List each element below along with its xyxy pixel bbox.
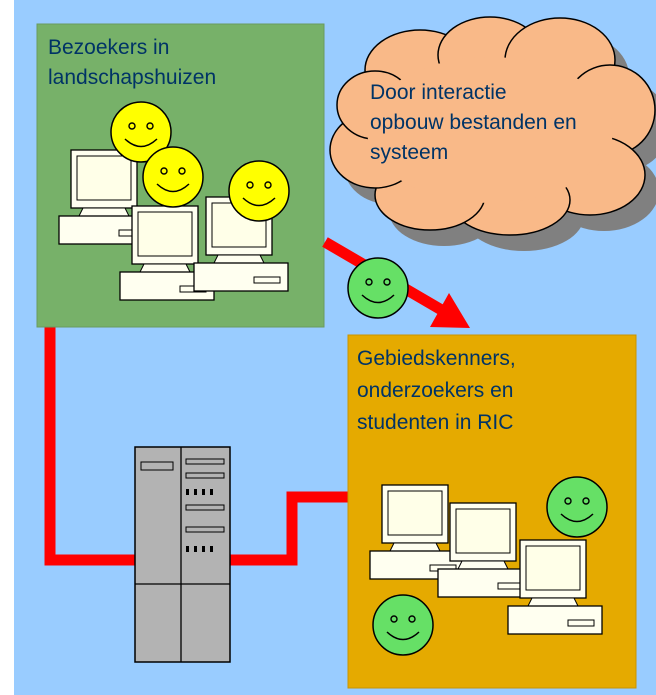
cloud-label: Door interactie opbouw bestanden en syst… (370, 78, 577, 168)
cloud-shape (329, 16, 656, 251)
server-icon (134, 446, 231, 663)
smiley-icon (347, 257, 409, 319)
visitors-label-line: Bezoekers in (48, 36, 170, 59)
experts-label-line: onderzoekers en (357, 379, 514, 402)
smiley-icon (372, 594, 434, 656)
experts-label-line: Gebiedskenners, (357, 347, 516, 370)
cloud-label-line: opbouw bestanden en (370, 111, 577, 134)
visitors-label: Bezoekers in landschapshuizen (48, 33, 216, 93)
visitors-label-line: landschapshuizen (48, 66, 217, 89)
experts-label: Gebiedskenners, onderzoekers en studente… (357, 343, 516, 439)
cloud-label-line: systeem (370, 141, 449, 164)
smiley-icon (142, 146, 204, 208)
connection-line (44, 326, 352, 566)
smiley-icon (546, 476, 608, 538)
experts-label-line: studenten in RIC (357, 411, 514, 434)
smiley-icon (228, 160, 290, 222)
cloud-label-line: Door interactie (370, 81, 507, 104)
